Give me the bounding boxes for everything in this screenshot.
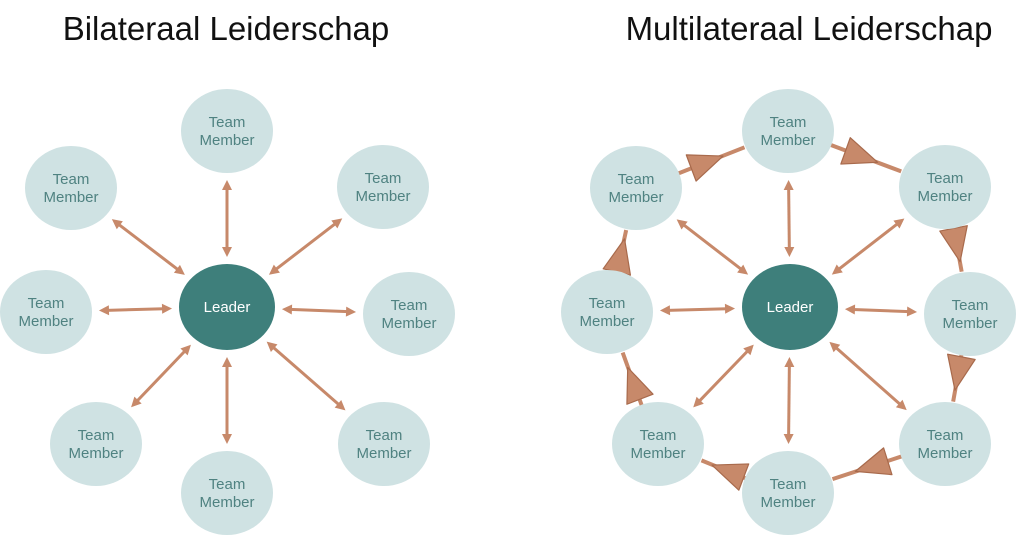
member-label-line2: Member (355, 188, 410, 205)
member-label-line2: Member (356, 445, 411, 462)
member-label-line2: Member (760, 132, 815, 149)
member-label-line2: Member (917, 188, 972, 205)
member-label-line2: Member (199, 132, 254, 149)
member-label-line1: Team (640, 427, 677, 444)
bilateral-leader-node: Leader (179, 264, 275, 350)
member-label-line2: Member (579, 313, 634, 330)
multilateral-spoke-arrow-7 (659, 303, 736, 316)
multilateral-ring-arrow-8 (674, 145, 746, 182)
member-label-line1: Team (28, 295, 65, 312)
member-label-line2: Member (917, 445, 972, 462)
multilateral-spoke-arrow-4 (829, 341, 907, 411)
member-label-line1: Team (618, 171, 655, 188)
leader-label: Leader (767, 299, 814, 316)
multilateral-ring-arrow-7 (602, 229, 632, 276)
member-label-line2: Member (18, 313, 73, 330)
member-label-line2: Member (43, 189, 98, 206)
title-bilateral: Bilateraal Leiderschap (62, 10, 390, 47)
member-label-line1: Team (770, 114, 807, 131)
multilateral-ring-arrow-5 (700, 458, 750, 491)
member-label-line1: Team (209, 476, 246, 493)
member-label-line2: Member (68, 445, 123, 462)
multilateral-spoke-arrow-2 (831, 218, 905, 275)
member-label-line1: Team (53, 171, 90, 188)
multilateral-ring-arrow-6 (620, 351, 654, 410)
bilateral-spoke-arrow-5 (222, 357, 232, 444)
leader-label: Leader (204, 299, 251, 316)
bilateral-spoke-arrow-6 (131, 344, 191, 408)
multilateral-spoke-arrow-5 (783, 356, 795, 445)
member-label-line1: Team (952, 297, 989, 314)
member-label-line1: Team (209, 114, 246, 131)
multilateral-spoke-arrow-3 (844, 304, 918, 317)
member-label-line1: Team (366, 427, 403, 444)
bilateral-spoke-arrow-3 (281, 304, 357, 317)
multilateral-ring-arrow-1 (826, 137, 902, 174)
bilateral-spoke-arrow-2 (268, 218, 343, 275)
bilateral-spoke-arrow-7 (98, 303, 173, 316)
multilateral-ring-arrow-2 (939, 223, 968, 273)
multilateral-leader-node: Leader (742, 264, 838, 350)
member-label-line1: Team (927, 427, 964, 444)
multilateral-spoke-arrow-6 (693, 344, 754, 408)
member-label-line1: Team (589, 295, 626, 312)
bilateral-spoke-arrow-8 (111, 219, 185, 275)
member-label-line2: Member (942, 315, 997, 332)
member-label-line1: Team (365, 170, 402, 187)
bilateral-spoke-arrow-1 (222, 180, 232, 257)
title-multilateral: Multilateraal Leiderschap (625, 10, 993, 47)
member-label-line2: Member (760, 494, 815, 511)
member-label-line1: Team (78, 427, 115, 444)
multilateral-ring-arrow-4 (831, 447, 906, 482)
member-label-line2: Member (199, 494, 254, 511)
multilateral-ring-arrow-3 (947, 350, 976, 402)
member-label-line1: Team (770, 476, 807, 493)
member-label-line1: Team (391, 297, 428, 314)
multilateral-spoke-arrow-1 (783, 179, 795, 258)
multilateral-spoke-arrow-8 (676, 219, 749, 275)
member-label-line2: Member (381, 315, 436, 332)
member-label-line1: Team (927, 170, 964, 187)
bilateral-spoke-arrow-4 (266, 341, 346, 411)
member-label-line2: Member (608, 189, 663, 206)
member-label-line2: Member (630, 445, 685, 462)
